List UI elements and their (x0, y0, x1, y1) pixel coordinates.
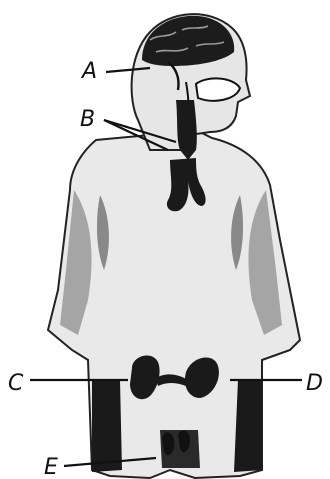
label-c: C (8, 371, 24, 396)
label-b: B (80, 107, 95, 132)
label-a: A (80, 59, 97, 84)
label-e: E (44, 455, 58, 479)
label-d: D (306, 371, 323, 396)
